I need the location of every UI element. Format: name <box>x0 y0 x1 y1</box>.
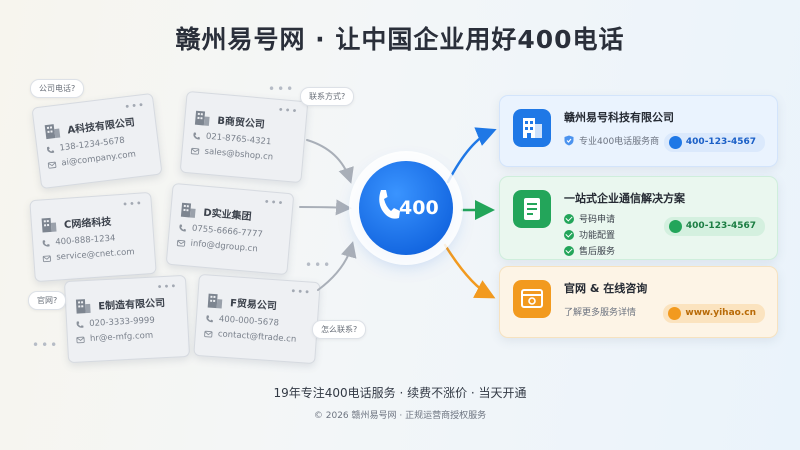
hub-label: 400 <box>399 197 439 219</box>
panel-subtitle: 专业400电话服务商 <box>564 134 659 147</box>
company-card-d: ••• D实业集团 0755-6666-7777 info@dgroup.cn <box>165 182 295 276</box>
company-card-c: ••• C网络科技 400-888-1234 service@cnet.com <box>29 191 157 283</box>
browser-icon <box>513 280 551 318</box>
email-icon <box>204 330 213 337</box>
panel-title: 官网 & 在线咨询 <box>564 282 648 295</box>
feature-item: 售后服务 <box>564 244 615 257</box>
web-panel[interactable]: 官网 & 在线咨询 了解更多服务详情 www.yihao.cn <box>499 266 778 338</box>
decor-dots: ••• <box>32 338 60 352</box>
check-icon <box>564 213 574 224</box>
check-icon <box>564 245 574 256</box>
feature-label: 售后服务 <box>579 247 616 257</box>
phone-icon <box>668 220 682 233</box>
email-icon <box>47 161 57 169</box>
email-icon <box>190 147 200 155</box>
panel-subtitle-text: 专业400电话服务商 <box>579 137 660 147</box>
question-bubble: 联系方式? <box>300 87 355 106</box>
solution-panel[interactable]: 一站式企业通信解决方案 号码申请 功能配置 售后服务 400-123-4567 <box>499 176 778 260</box>
phone-icon <box>179 224 186 231</box>
phone-handset-icon <box>379 190 400 219</box>
decor-dots: ••• <box>305 258 333 272</box>
email-icon <box>176 239 186 247</box>
copyright: © 2026 赣州易号网 · 正规运营商授权服务 <box>313 411 487 421</box>
slogan: 19年专注400电话服务 · 续费不涨价 · 当天开通 <box>273 386 527 400</box>
company-card-f: ••• F贸易公司 400-000-5678 contact@ftrade.cn <box>193 273 321 365</box>
question-bubble: 公司电话? <box>30 79 85 98</box>
phone-icon <box>193 132 200 139</box>
company-card-b: ••• B商贸公司 021-8765-4321 sales@bshop.cn <box>179 90 309 184</box>
company-card-a: ••• A科技有限公司 138-1234-5678 ai@company.com <box>31 92 163 190</box>
building-icon <box>207 293 223 309</box>
phone-icon <box>46 146 55 153</box>
feature-item: 号码申请 <box>564 212 615 225</box>
website-pill[interactable]: www.yihao.cn <box>663 304 765 323</box>
website-url: www.yihao.cn <box>685 308 756 318</box>
feature-label: 功能配置 <box>579 231 616 241</box>
company-card-e: ••• E制造有限公司 020-3333-9999 hr@e-mfg.com <box>63 274 191 364</box>
panel-title: 一站式企业通信解决方案 <box>564 192 685 205</box>
page-title: 赣州易号网 · 让中国企业用好400电话 <box>175 25 625 54</box>
phone-pill[interactable]: 400-123-4567 <box>663 217 765 236</box>
building-icon <box>41 217 57 233</box>
phone-icon <box>42 239 50 247</box>
phone-number: 400-123-4567 <box>685 221 756 231</box>
phone-icon <box>206 314 213 322</box>
email-icon <box>42 254 52 262</box>
building-icon <box>180 202 196 218</box>
building-icon <box>194 110 210 126</box>
shield-icon <box>564 135 574 146</box>
company-panel[interactable]: 赣州易号科技有限公司 专业400电话服务商 400-123-4567 <box>499 95 778 167</box>
phone-pill[interactable]: 400-123-4567 <box>663 133 765 152</box>
building-icon <box>75 299 91 314</box>
question-bubble: 怎么联系? <box>312 320 367 339</box>
check-icon <box>564 229 574 240</box>
panel-title: 赣州易号科技有限公司 <box>564 111 674 124</box>
email-icon <box>76 336 85 343</box>
phone-icon <box>668 136 682 149</box>
panel-subtitle: 了解更多服务详情 <box>564 308 637 318</box>
decor-dots: ••• <box>268 82 296 96</box>
feature-label: 号码申请 <box>579 215 616 225</box>
question-bubble: 官网? <box>28 291 67 310</box>
globe-icon <box>668 307 682 320</box>
building-icon <box>44 124 61 140</box>
phone-icon <box>76 320 84 328</box>
document-icon <box>513 190 551 228</box>
feature-item: 功能配置 <box>564 228 615 241</box>
hub-400-badge: 400 <box>359 161 453 255</box>
building-icon <box>513 109 551 147</box>
phone-number: 400-123-4567 <box>685 137 756 147</box>
